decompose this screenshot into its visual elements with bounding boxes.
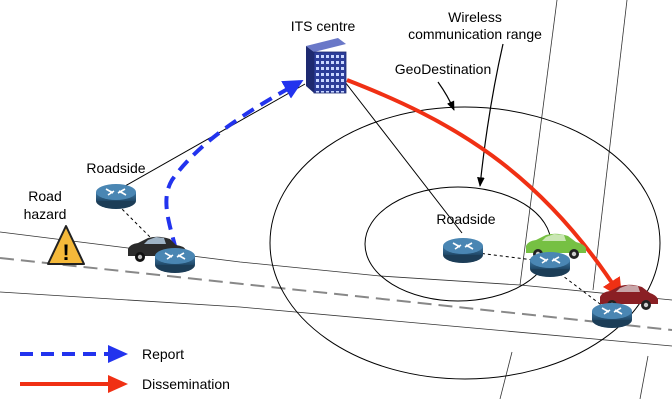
warning-sign-icon: ! (47, 225, 85, 265)
hazard-exclamation: ! (62, 240, 69, 265)
road-cross-2 (592, 0, 628, 291)
router-icon (154, 247, 196, 274)
road-cross-4 (639, 355, 649, 399)
road-hazard-label-line2: hazard (24, 206, 67, 222)
link-car-to-car (554, 269, 609, 311)
link-its-centre-to-roadside-center (344, 81, 463, 234)
road-edge-upper (0, 231, 672, 301)
dissemination-arrow (346, 78, 623, 299)
router-icon (442, 237, 484, 264)
geodestination-range (269, 106, 661, 380)
building-icon (306, 38, 347, 94)
wireless-range-label-line2: communication range (408, 26, 542, 42)
pointer-wireless-range (477, 43, 504, 187)
geodestination-label: GeoDestination (395, 61, 492, 77)
road-cross-1 (519, 0, 558, 286)
router-icon (95, 183, 137, 210)
router-icon (529, 251, 571, 278)
legend-dissemination-label: Dissemination (142, 376, 230, 392)
router-icon (591, 302, 633, 329)
pointer-geodestination (437, 81, 455, 111)
its-centre-label: ITS centre (291, 18, 356, 34)
legend: Report Dissemination (20, 345, 230, 393)
report-arrow (164, 80, 304, 251)
wireless-range-label-line1: Wireless (448, 9, 502, 25)
legend-report-arrowhead (108, 345, 128, 363)
roadside-left-label: Roadside (86, 160, 145, 176)
legend-report-label: Report (142, 346, 184, 362)
road-center-line (0, 257, 672, 331)
road-edge-lower (0, 291, 672, 347)
legend-dissemination-arrowhead (108, 375, 128, 393)
roadside-center-label: Roadside (436, 211, 495, 227)
road-hazard-label-line1: Road (28, 188, 61, 204)
car-icon (526, 233, 586, 259)
